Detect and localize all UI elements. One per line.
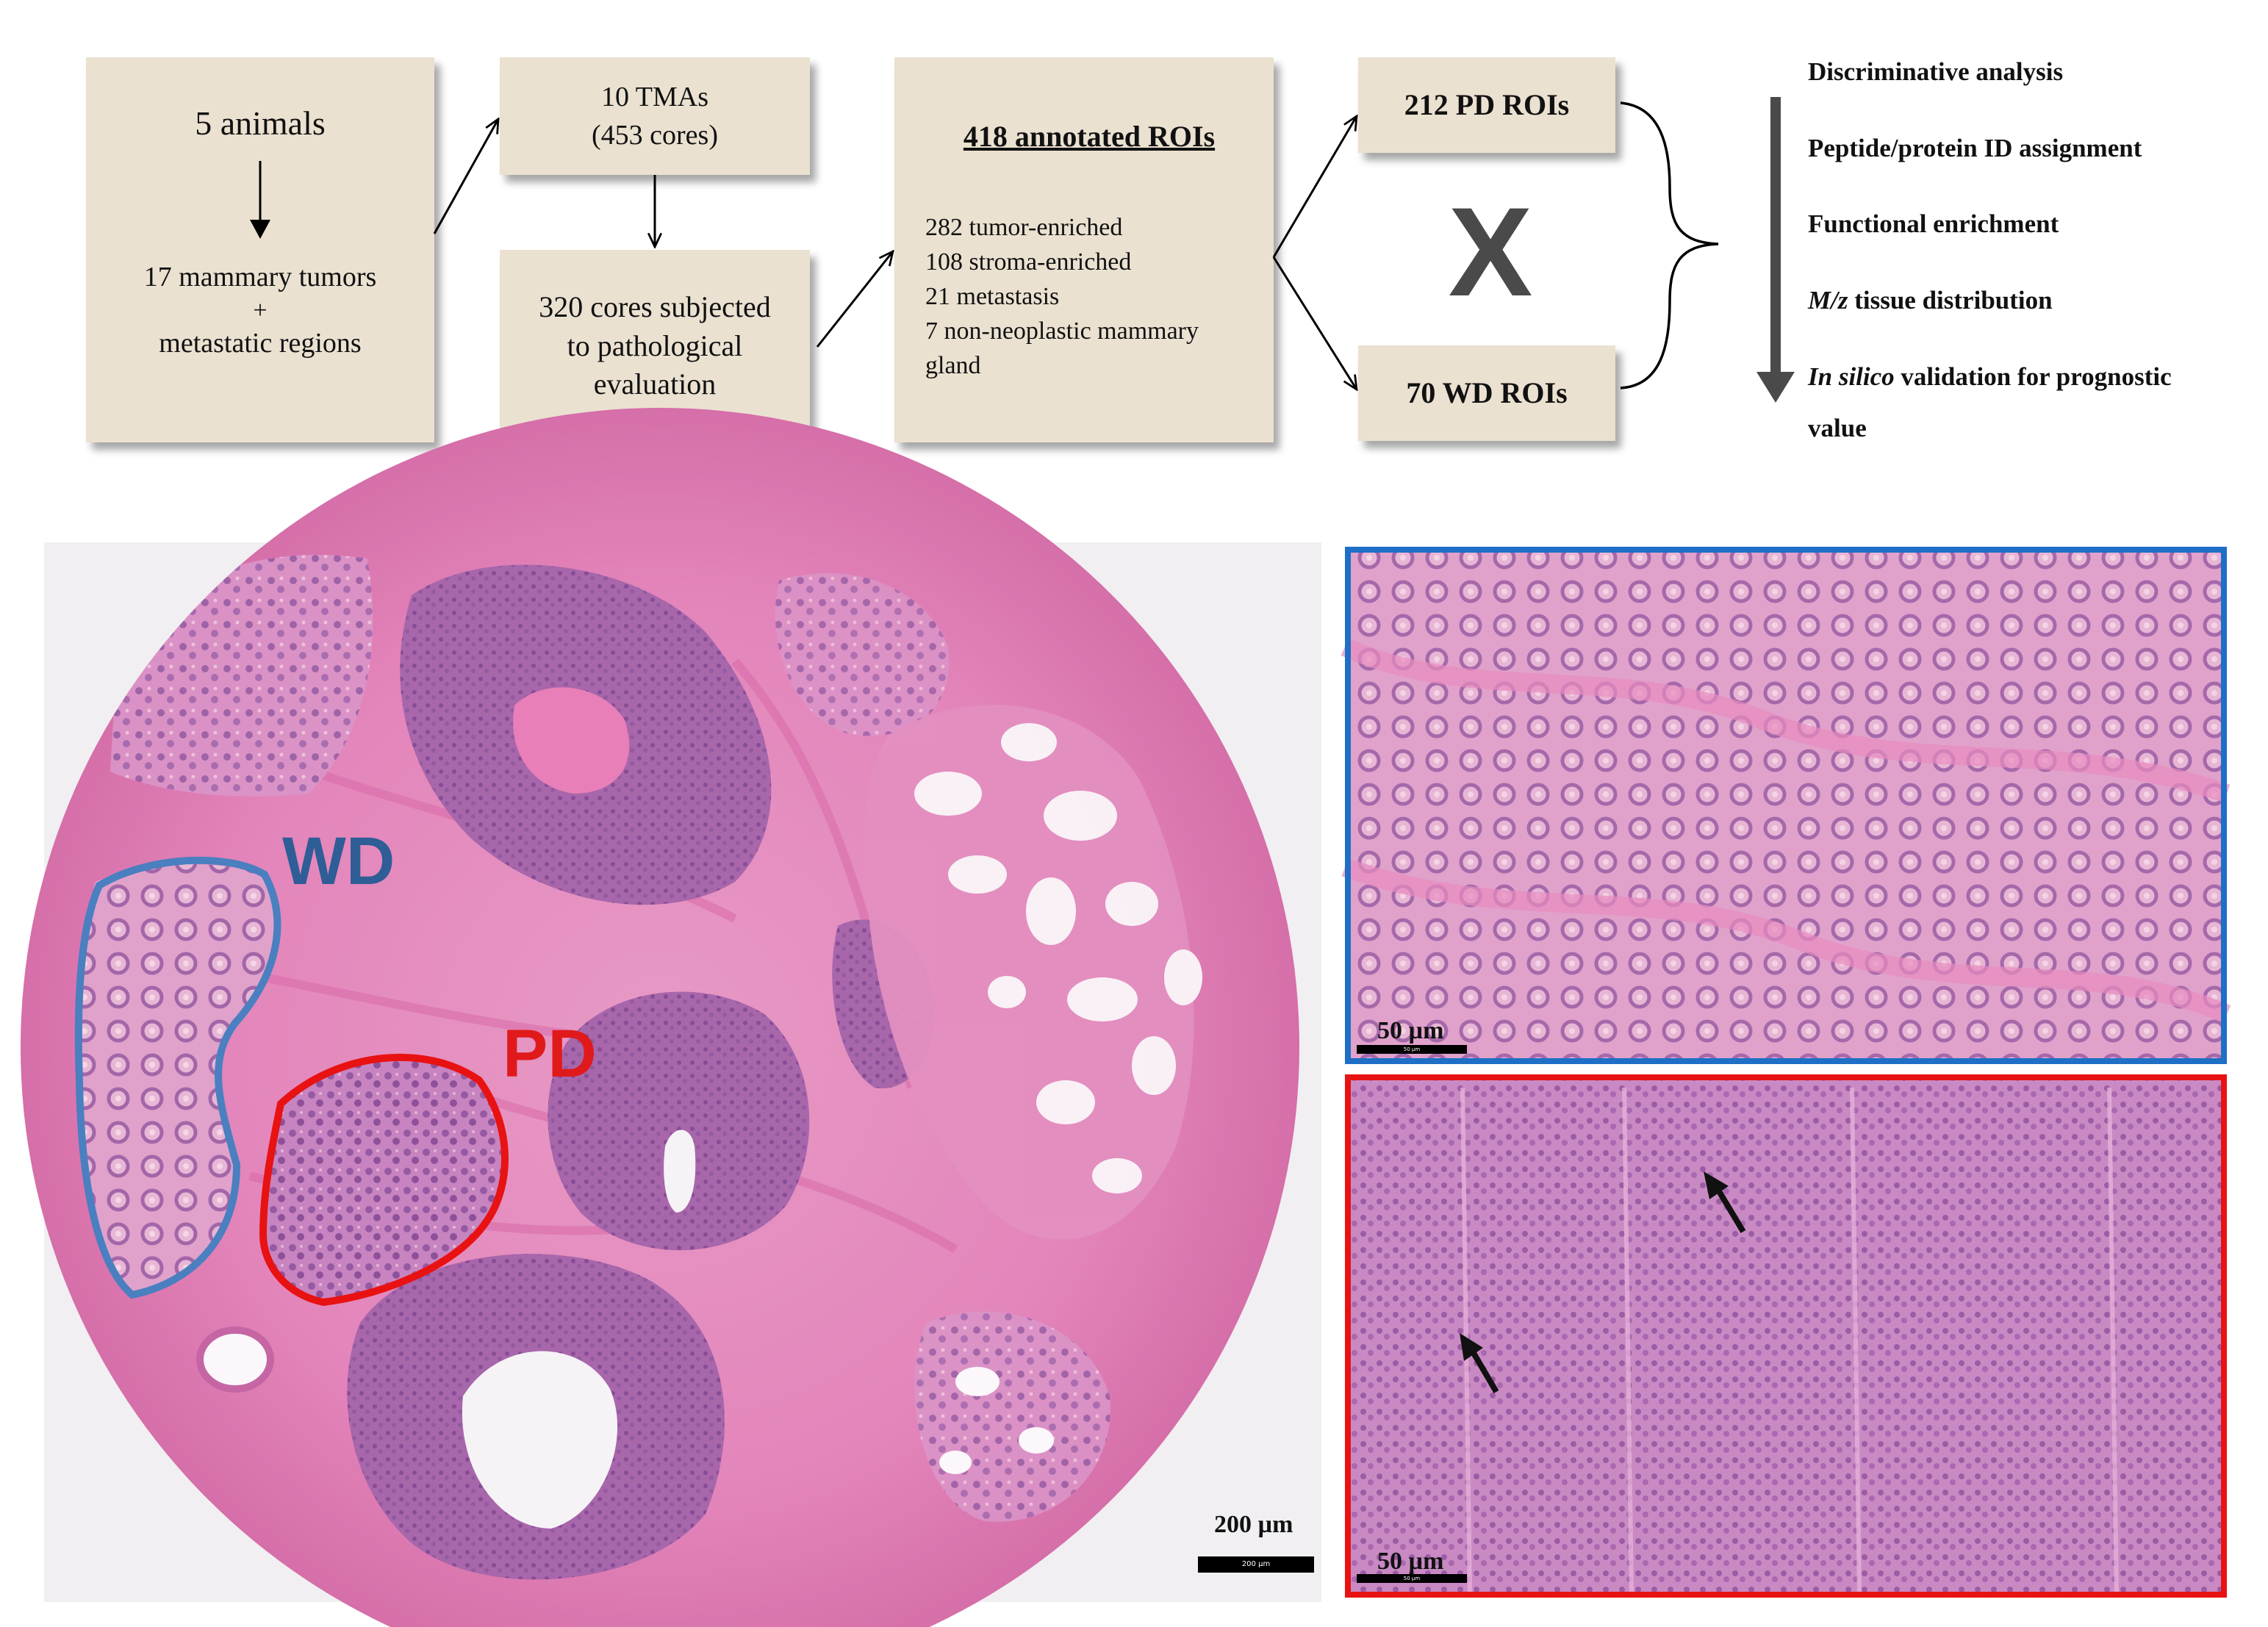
- pd-roi-outline: [259, 1054, 509, 1307]
- wd-zoom-image: [1341, 547, 2231, 1064]
- wd-scale-bar: 50 µm: [1357, 1045, 1467, 1054]
- cores-line-1: 320 cores subjected: [539, 290, 771, 323]
- mz-italic: M/z: [1808, 286, 1848, 315]
- cores-line-2: to pathological: [567, 328, 743, 362]
- rois-line: 108 stroma-enriched: [925, 248, 1132, 276]
- tma-core-image: [21, 408, 1321, 1627]
- arrow-animals-to-tmas: [433, 119, 498, 234]
- arrow-rois-to-wd: [1272, 256, 1357, 389]
- box-tmas: 10 TMAs (453 cores): [500, 57, 810, 175]
- main-scale-bar-text: 200 µm: [1241, 1560, 1271, 1568]
- step-functional-enrichment: Functional enrichment: [1808, 209, 2059, 238]
- animals-count: 5 animals: [195, 104, 326, 142]
- tumors-count: 17 mammary tumors: [143, 262, 377, 293]
- step-5-continued: value: [1808, 414, 1867, 442]
- box-wd-rois: 70 WD ROIs: [1358, 345, 1615, 441]
- pd-rois-label: 212 PD ROIs: [1404, 88, 1570, 122]
- arrow-cores-to-rois: [816, 251, 893, 348]
- box-animals: 5 animals 17 mammary tumors + metastatic…: [86, 57, 434, 442]
- box-pd-rois: 212 PD ROIs: [1358, 57, 1615, 153]
- cores-line-3: evaluation: [593, 367, 717, 401]
- tmas-cores: (453 cores): [592, 120, 718, 151]
- rois-heading: 418 annotated ROIs: [963, 120, 1216, 153]
- flow-arrows: [433, 101, 1719, 389]
- wd-rois-label: 70 WD ROIs: [1406, 376, 1568, 410]
- down-arrow-icon: [250, 161, 270, 240]
- main-scale-bar: 200 µm: [1198, 1556, 1314, 1573]
- pd-scale-bar: 50 µm: [1357, 1574, 1467, 1583]
- step-discriminative-analysis: Discriminative analysis: [1808, 57, 2064, 86]
- wd-label: WD: [282, 824, 395, 899]
- rois-line: 282 tumor-enriched: [925, 214, 1123, 242]
- plus-sign: +: [253, 296, 268, 324]
- step-5-text: validation for prognostic: [1894, 362, 2172, 391]
- pipeline-arrow: [1756, 97, 1795, 403]
- wd-roi-outline: [74, 856, 281, 1299]
- rois-line: 7 non-neoplastic mammary: [925, 317, 1199, 345]
- metastatic-regions: metastatic regions: [159, 328, 362, 359]
- mitotic-figure-arrow-icon: [1460, 1333, 1499, 1394]
- mitotic-figure-arrow-icon: [1704, 1171, 1746, 1234]
- step-tissue-distribution: M/z tissue distribution: [1808, 286, 2053, 315]
- step-id-assignment: Peptide/protein ID assignment: [1808, 134, 2142, 162]
- step-4-text: tissue distribution: [1848, 286, 2053, 315]
- rois-line: 21 metastasis: [925, 283, 1060, 310]
- step-in-silico-validation: In silico validation for prognostic: [1808, 362, 2172, 392]
- curly-brace: [1620, 101, 1719, 389]
- pd-scale-bar-text: 50 µm: [1403, 1576, 1421, 1581]
- comparison-cross: X: [1448, 182, 1533, 323]
- pd-scale-text: 50 µm: [1377, 1548, 1444, 1575]
- tmas-count: 10 TMAs: [600, 81, 709, 112]
- arrow-rois-to-pd: [1272, 116, 1357, 258]
- main-scale-text: 200 µm: [1214, 1511, 1293, 1538]
- pd-label: PD: [503, 1016, 597, 1091]
- wd-scale-bar-text: 50 µm: [1403, 1046, 1421, 1052]
- in-silico-italic: In silico: [1808, 362, 1895, 391]
- box-annotated-rois: 418 annotated ROIs 282 tumor-enriched 10…: [894, 57, 1274, 442]
- rois-line: gland: [925, 351, 981, 379]
- wd-scale-text: 50 µm: [1377, 1017, 1444, 1044]
- pd-zoom-image: [1345, 1074, 2227, 1598]
